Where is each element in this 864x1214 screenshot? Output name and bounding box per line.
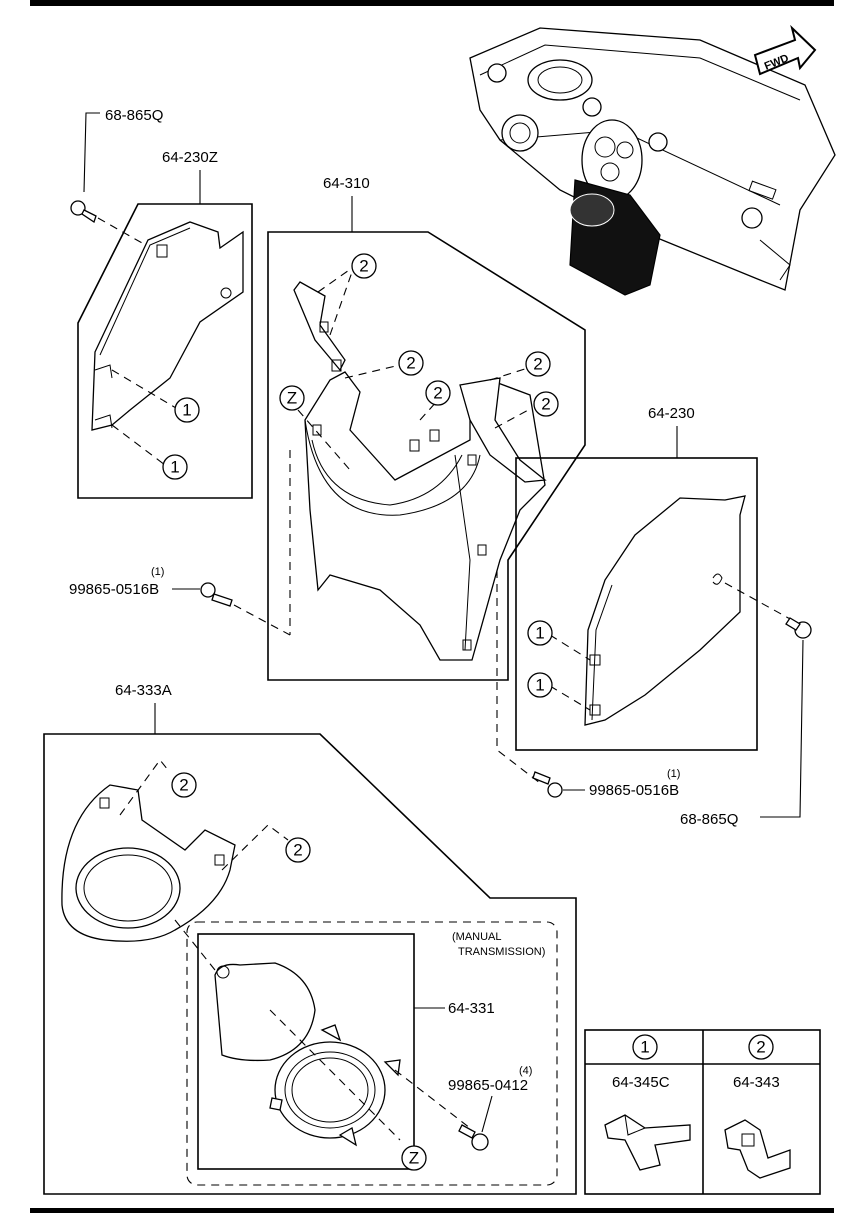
top-rule [30, 0, 834, 6]
box-64-333a [43, 733, 577, 1195]
svg-text:Z: Z [409, 1149, 419, 1168]
bezel-64-333a [61, 784, 236, 942]
label-qty-99865-0516b-right: (1) [667, 768, 680, 780]
svg-text:1: 1 [640, 1038, 649, 1057]
shift-boot-64-331 [214, 962, 401, 1147]
svg-text:2: 2 [293, 841, 302, 860]
label-68-865q-right: 68-865Q [680, 811, 738, 828]
label-manual-transmission-1: (MANUAL [452, 931, 502, 943]
marker-2-e: 2 [533, 391, 559, 417]
box-64-331 [197, 933, 415, 1170]
screw-99865-0516b-left [200, 582, 233, 607]
marker-2-a: 2 [351, 253, 377, 279]
clip-64-343-icon [724, 1119, 791, 1179]
legend-part-64-343: 64-343 [733, 1074, 780, 1091]
marker-1-d: 1 [527, 672, 553, 698]
svg-text:2: 2 [433, 384, 442, 403]
clip-64-345c-icon [604, 1114, 691, 1171]
svg-text:1: 1 [182, 401, 191, 420]
box-64-230 [515, 457, 758, 751]
marker-2-c: 2 [425, 380, 451, 406]
label-manual-transmission-2: TRANSMISSION) [458, 946, 545, 958]
marker-2-g: 2 [285, 837, 311, 863]
marker-z-top: Z [279, 385, 305, 411]
legend-marker-2: 2 [748, 1034, 774, 1060]
svg-text:1: 1 [535, 624, 544, 643]
label-qty-99865-0412: (4) [519, 1065, 532, 1077]
svg-text:1: 1 [535, 676, 544, 695]
label-64-230: 64-230 [648, 405, 695, 422]
screw-99865-0516b-right [532, 771, 563, 798]
svg-text:2: 2 [359, 257, 368, 276]
clip-legend: 1 2 64-345C 64-343 [584, 1029, 821, 1195]
marker-2-d: 2 [525, 351, 551, 377]
legend-marker-1: 1 [632, 1034, 658, 1060]
screw-68-865q-right [785, 617, 812, 639]
label-64-331: 64-331 [448, 1000, 495, 1017]
marker-1-b: 1 [162, 454, 188, 480]
screw-99865-0412 [458, 1124, 489, 1151]
label-99865-0516b-right: 99865-0516B [589, 782, 679, 799]
label-99865-0412: 99865-0412 [448, 1077, 528, 1094]
svg-text:2: 2 [541, 395, 550, 414]
svg-text:2: 2 [756, 1038, 765, 1057]
svg-text:2: 2 [533, 355, 542, 374]
svg-text:2: 2 [179, 776, 188, 795]
label-64-230z: 64-230Z [162, 149, 218, 166]
dashboard-overview-illustration [469, 27, 836, 296]
marker-2-f: 2 [171, 772, 197, 798]
box-64-230z [77, 203, 253, 499]
svg-text:2: 2 [406, 354, 415, 373]
label-64-333a: 64-333A [115, 682, 172, 699]
label-qty-99865-0516b-left: (1) [151, 566, 164, 578]
panel-64-310 [293, 281, 547, 661]
legend-part-64-345c: 64-345C [612, 1074, 670, 1091]
svg-text:1: 1 [170, 458, 179, 477]
panel-64-230z [91, 221, 244, 431]
marker-z-bottom: Z [401, 1145, 427, 1171]
panel-64-230 [584, 495, 746, 726]
label-99865-0516b-left: 99865-0516B [69, 581, 159, 598]
marker-1-a: 1 [174, 397, 200, 423]
fwd-arrow-icon: FWD [753, 24, 817, 76]
label-64-310: 64-310 [323, 175, 370, 192]
label-68-865q-top: 68-865Q [105, 107, 163, 124]
manual-transmission-group [186, 921, 558, 1186]
svg-text:Z: Z [287, 389, 297, 408]
marker-2-b: 2 [398, 350, 424, 376]
box-64-310 [267, 231, 586, 681]
marker-1-c: 1 [527, 620, 553, 646]
screw-68-865q-top [70, 200, 97, 224]
bottom-rule [30, 1208, 834, 1213]
